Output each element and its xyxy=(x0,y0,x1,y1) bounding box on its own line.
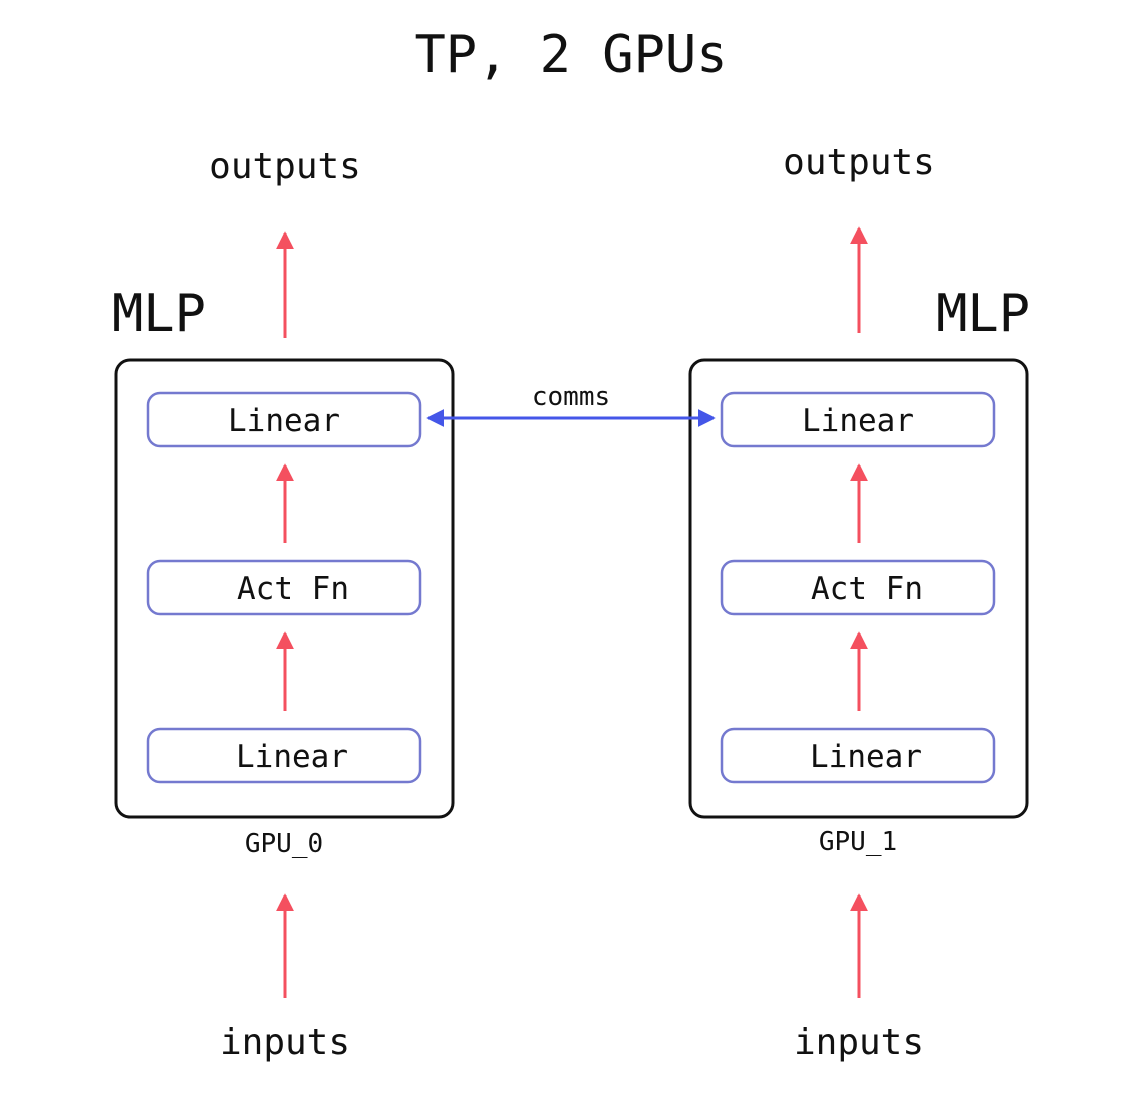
gpu-0-group: outputs MLP Linear Act Fn Linear GPU_0 i… xyxy=(112,146,455,1063)
gpu-0-inputs-label: inputs xyxy=(220,1022,350,1063)
gpu-0-act-fn-box xyxy=(146,559,422,616)
gpu-0-linear-top-box xyxy=(146,391,422,448)
gpu-1-inputs-label: inputs xyxy=(794,1022,924,1063)
gpu-1-mlp-label: MLP xyxy=(936,284,1030,344)
gpu-1-act-fn-label: Act Fn xyxy=(811,571,923,607)
gpu-0-device-label: GPU_0 xyxy=(245,829,323,859)
gpu-1-linear-bottom-label: Linear xyxy=(810,739,922,775)
gpu-0-act-fn-label: Act Fn xyxy=(237,571,349,607)
gpu-1-outputs-label: outputs xyxy=(783,142,935,183)
gpu-1-device-label: GPU_1 xyxy=(819,827,897,857)
gpu-0-linear-top-label: Linear xyxy=(228,403,340,439)
gpu-0-outputs-label: outputs xyxy=(209,146,361,187)
gpu-0-mlp-block xyxy=(114,358,455,819)
gpu-1-mlp-block xyxy=(688,358,1029,819)
comms-link: comms xyxy=(426,382,716,427)
gpu-0-linear-bottom-label: Linear xyxy=(236,739,348,775)
gpu-1-group: outputs MLP Linear Act Fn Linear GPU_1 i… xyxy=(688,142,1030,1063)
gpu-0-linear-bottom-box xyxy=(146,727,422,784)
gpu-1-act-fn-box xyxy=(720,559,996,616)
comms-label: comms xyxy=(532,382,610,412)
gpu-1-linear-bottom-box xyxy=(720,727,996,784)
gpu-1-linear-top-box xyxy=(720,391,996,448)
gpu-1-linear-top-label: Linear xyxy=(802,403,914,439)
diagram-title: TP, 2 GPUs xyxy=(414,25,727,85)
gpu-0-mlp-label: MLP xyxy=(112,284,206,344)
